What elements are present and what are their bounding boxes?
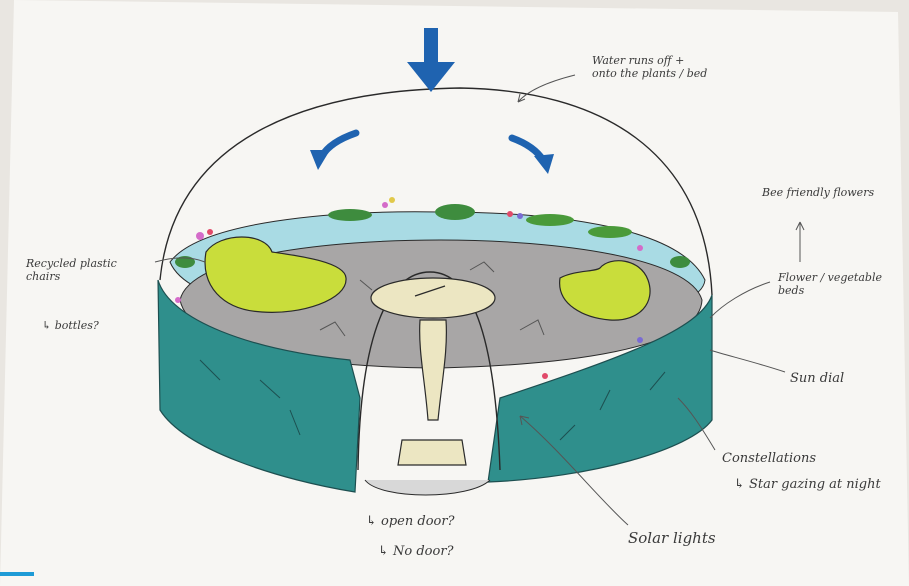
note-solar-lights: Solar lights [628,530,716,547]
note-water-runs: Water runs off + onto the plants / bed [592,55,707,80]
note-bottles: ↳ bottles? [42,320,99,333]
note-bee-flowers: Bee friendly flowers [762,187,874,200]
note-open-door: ↳ open door? [366,515,455,530]
note-no-door: ↳ No door? [378,545,454,560]
note-star-gazing: ↳ Star gazing at night [734,478,881,493]
note-sun-dial: Sun dial [790,372,844,387]
edge-strip [0,572,34,576]
note-flower-beds: Flower / vegetable beds [778,272,882,297]
note-constellations: Constellations [722,452,816,467]
note-recycled-chairs: Recycled plastic chairs [26,258,117,283]
